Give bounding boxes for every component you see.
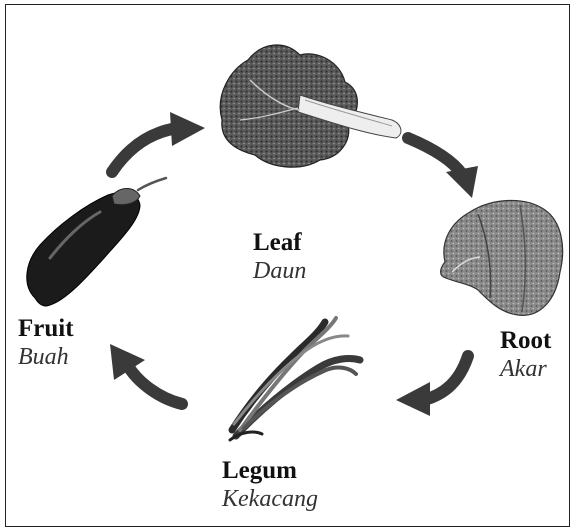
legum-english-name: Legum <box>222 458 318 483</box>
fruit-label: Fruit Buah <box>18 316 74 369</box>
root-english-name: Root <box>500 328 551 353</box>
leaf-malay-name: Daun <box>253 259 306 283</box>
arrow-root-to-legum <box>396 356 468 416</box>
fruit-vegetable-image <box>27 178 166 306</box>
legum-label: Legum Kekacang <box>222 458 318 511</box>
leaf-label: Leaf Daun <box>253 230 306 283</box>
arrow-fruit-to-leaf <box>112 112 205 172</box>
legum-vegetable-image <box>230 318 360 440</box>
fruit-malay-name: Buah <box>18 345 74 369</box>
arrow-leaf-to-root <box>408 138 478 198</box>
legum-malay-name: Kekacang <box>222 487 318 511</box>
root-malay-name: Akar <box>500 357 551 381</box>
leaf-vegetable-image <box>220 45 401 167</box>
leaf-english-name: Leaf <box>253 230 306 255</box>
root-vegetable-image <box>441 200 563 315</box>
root-label: Root Akar <box>500 328 551 381</box>
arrow-legum-to-fruit <box>110 344 182 404</box>
fruit-english-name: Fruit <box>18 316 74 341</box>
